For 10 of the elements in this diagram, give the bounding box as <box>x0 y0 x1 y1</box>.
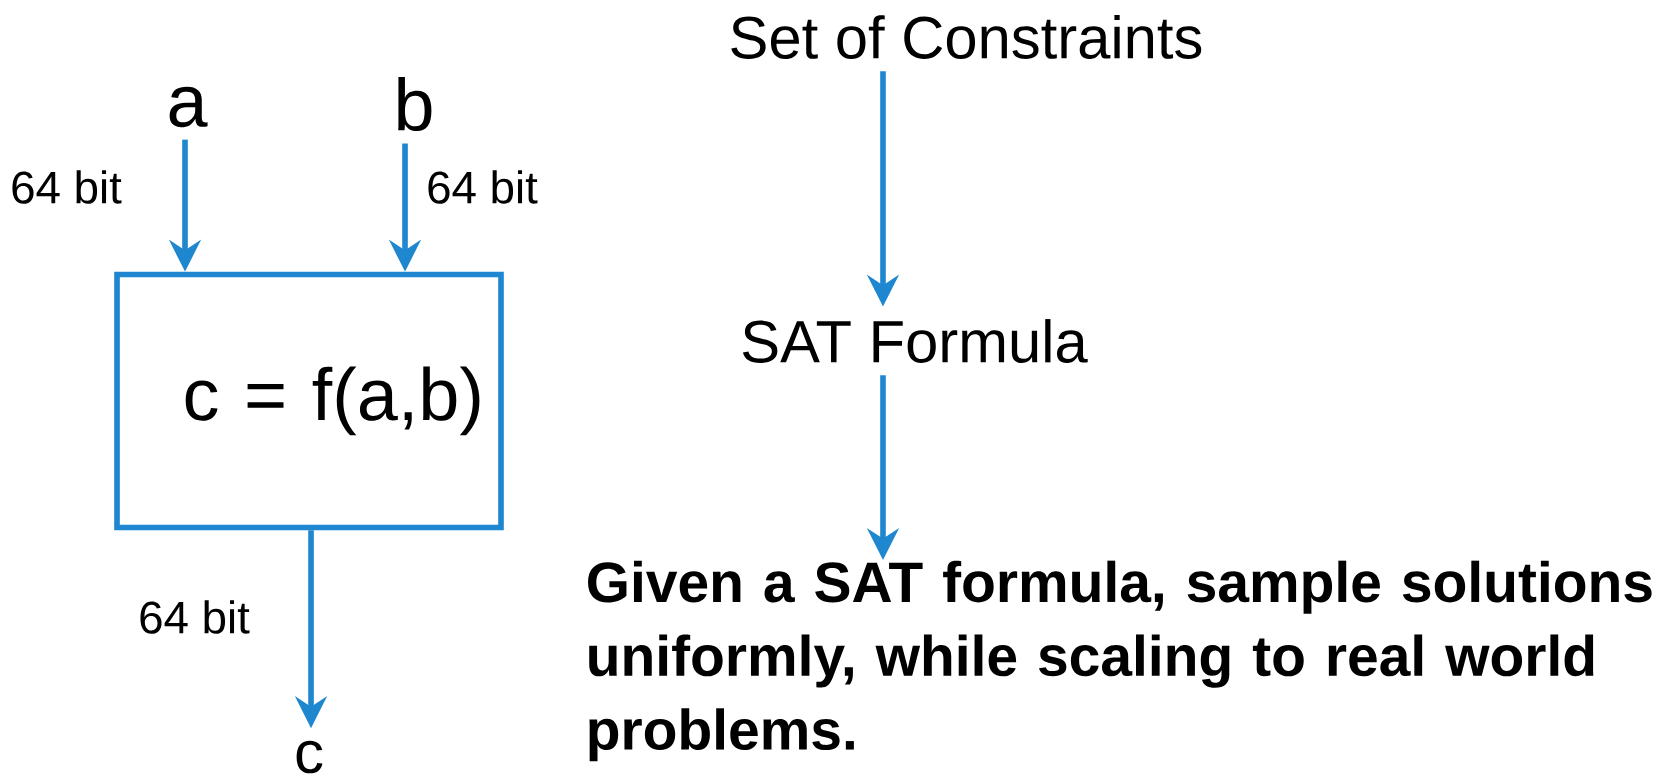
input-label: a <box>169 86 208 128</box>
edge-label: 64 bit <box>140 600 250 634</box>
text-label: Set of Constraints <box>731 15 1202 59</box>
function-box: c = f(a,b) <box>114 271 504 531</box>
edge-label: 64 bit <box>12 170 122 204</box>
description-text: Given a SAT formula, sample solutions uniformly, while scaling to real world problems. <box>588 560 1652 762</box>
text-label: SAT Formula <box>742 319 1088 363</box>
input-label: b <box>398 76 432 132</box>
edge-label: 64 bit <box>428 170 538 204</box>
output-label: c <box>296 740 323 774</box>
